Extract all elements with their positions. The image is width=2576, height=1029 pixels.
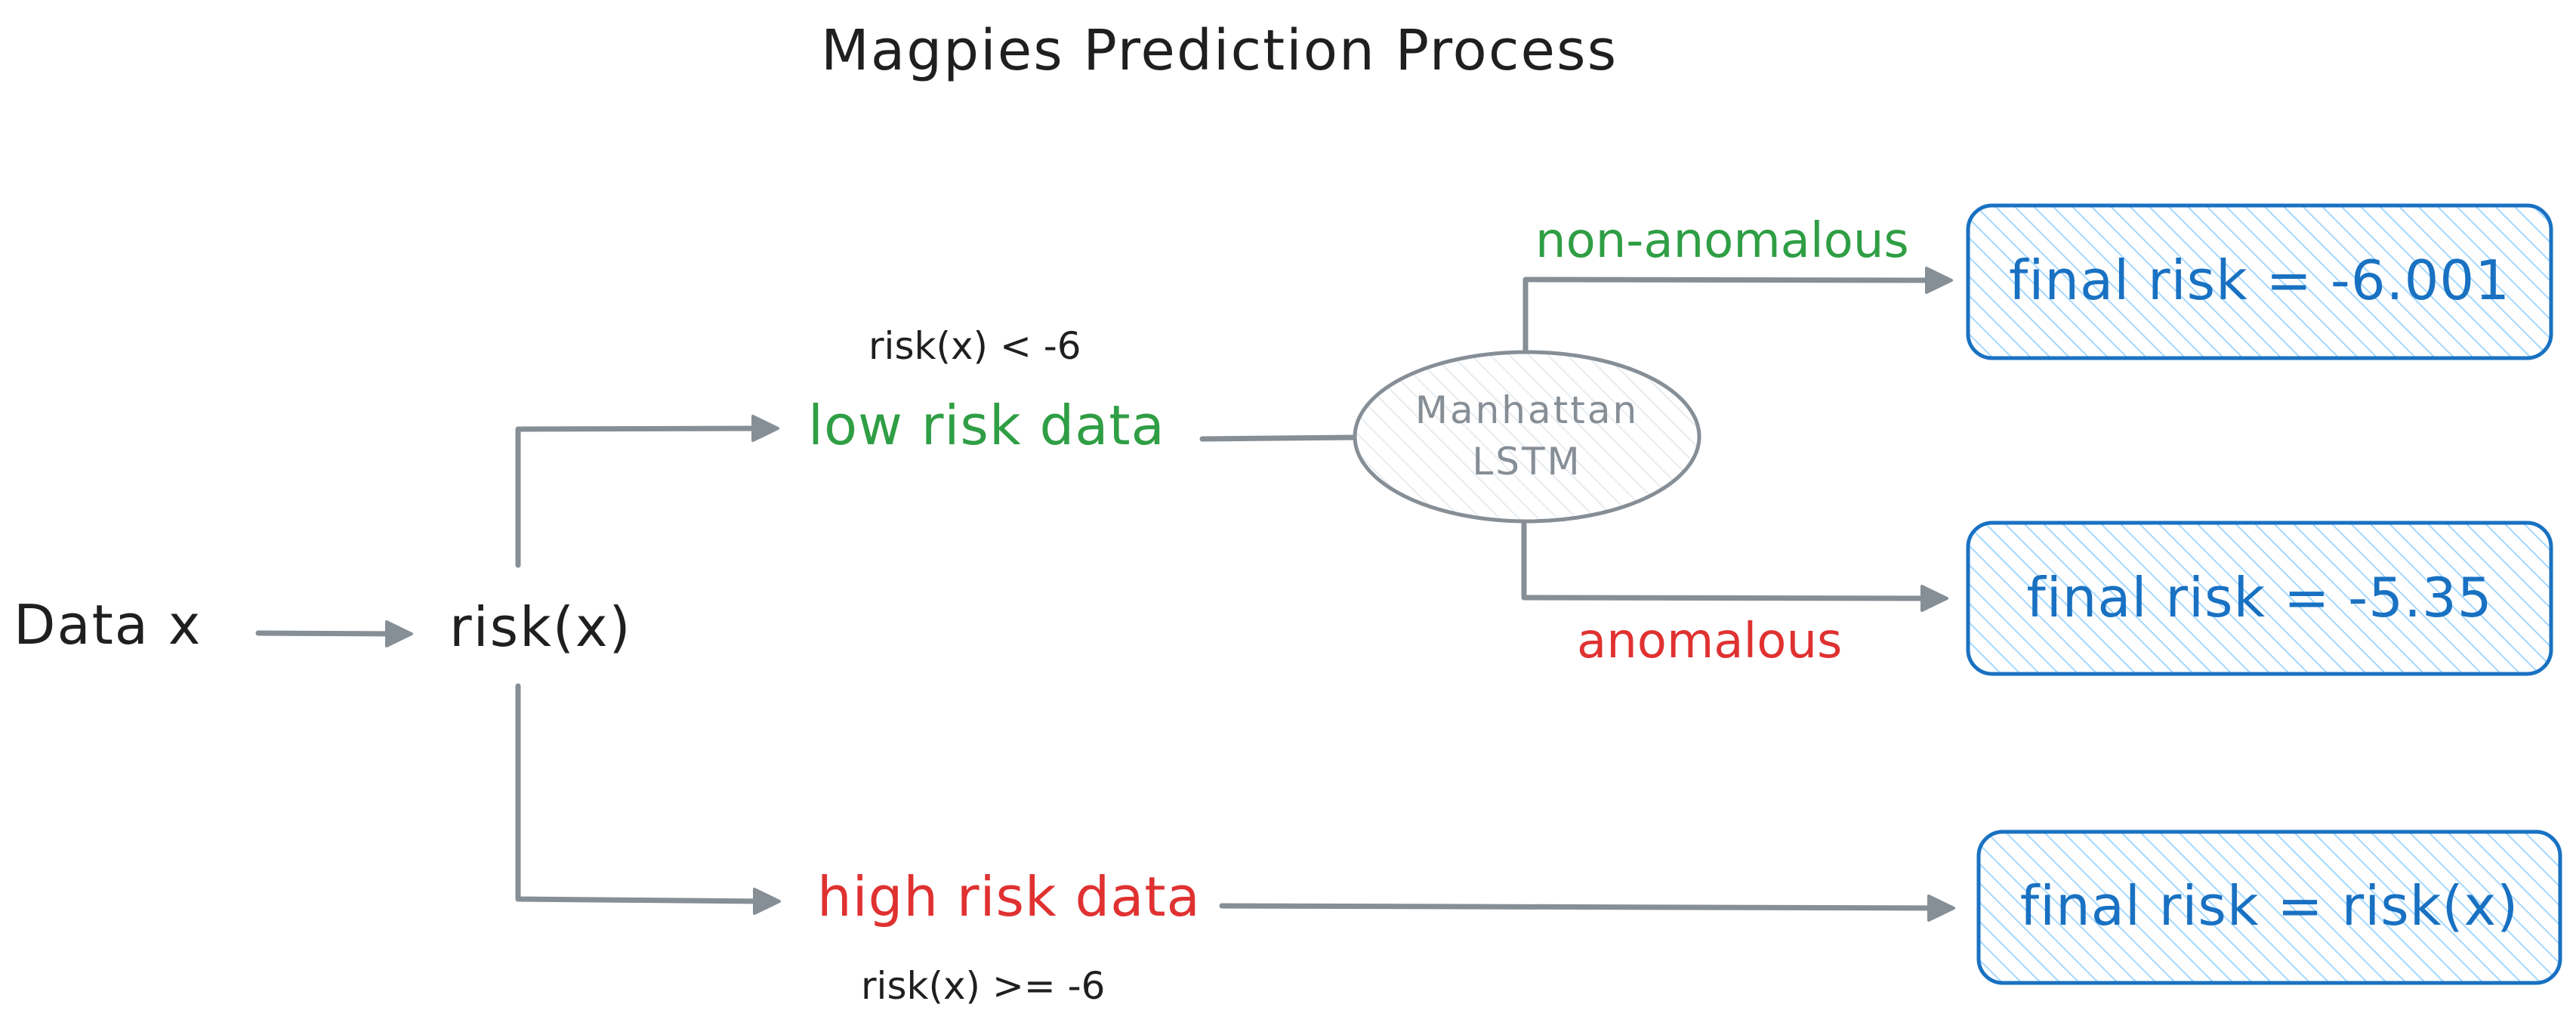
result-box-anomalous	[1966, 521, 2553, 676]
input-node-label: Data x	[14, 593, 202, 657]
result-high-risk-text: final risk = risk(x)	[2020, 874, 2519, 938]
arrow-model-to-anomalous	[1521, 521, 1933, 601]
model-label-line1: Manhattan	[1415, 388, 1639, 432]
arrow-risk-to-high	[515, 683, 766, 904]
diagram-title: Magpies Prediction Process	[821, 18, 1618, 83]
arrow-input-to-risk	[255, 630, 401, 637]
result-nonanomalous-text: final risk = -6.001	[2009, 249, 2510, 312]
arrow-risk-to-low	[515, 425, 764, 568]
anomalous-edge-label: anomalous	[1577, 613, 1842, 669]
non-anomalous-edge-label: non-anomalous	[1535, 213, 1909, 269]
low-risk-data-label: low risk data	[808, 394, 1165, 457]
arrow-risk-to-low-head	[751, 415, 779, 442]
low-risk-condition: risk(x) < -6	[868, 324, 1081, 368]
arrow-input-to-risk-head	[385, 620, 413, 647]
arrow-high-to-result-head	[1927, 895, 1955, 922]
arrow-model-to-nonanomalous	[1522, 277, 1938, 354]
arrow-high-to-result	[1219, 903, 1940, 911]
result-anomalous-text: final risk = -5.35	[2026, 566, 2492, 629]
model-label-line2: LSTM	[1472, 440, 1581, 484]
result-box-nonanomalous	[1966, 203, 2553, 360]
arrow-risk-to-high-head	[753, 888, 781, 915]
risk-function-label: risk(x)	[449, 595, 632, 659]
high-risk-condition: risk(x) >= -6	[861, 964, 1106, 1008]
high-risk-data-label: high risk data	[817, 865, 1201, 929]
arrow-model-to-anomalous-head	[1920, 585, 1948, 612]
manhattan-lstm-node	[1353, 350, 1701, 524]
arrow-model-to-nonanomalous-head	[1925, 267, 1953, 294]
line-low-to-model	[1199, 434, 1359, 442]
result-box-high-risk	[1976, 830, 2562, 985]
